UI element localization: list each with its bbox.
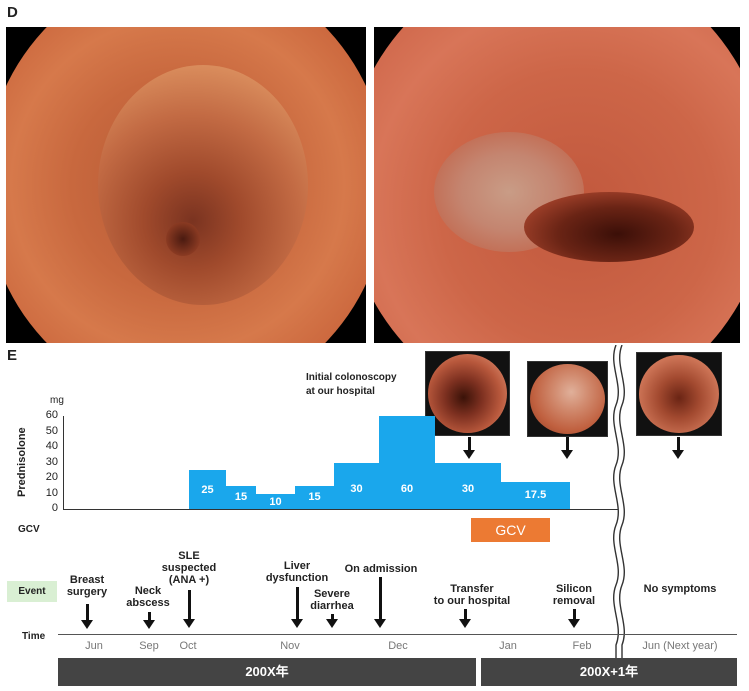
month-jun-next-year: Jun (Next year) xyxy=(642,640,718,652)
y-tick-label: 20 xyxy=(45,471,58,483)
month-nov: Nov xyxy=(280,640,300,652)
prednisolone-bar-value: 30 xyxy=(461,483,475,495)
prednisolone-bar xyxy=(226,485,256,509)
time-row-label: Time xyxy=(22,631,46,642)
time-axis-line xyxy=(58,634,737,635)
colonoscopy-thumbnail-2 xyxy=(527,361,608,437)
month-sep: Sep xyxy=(139,640,159,652)
y-tick-label: 40 xyxy=(45,440,58,452)
y-axis-label: Prednisolone xyxy=(16,427,28,497)
prednisolone-bar xyxy=(334,462,379,509)
prednisolone-bar-value: 30 xyxy=(350,483,363,495)
month-jan: Jan xyxy=(499,640,517,652)
no-symptoms-note: No symptoms xyxy=(643,583,717,595)
endoscopy-image-right xyxy=(374,27,740,343)
month-feb: Feb xyxy=(572,640,592,652)
prednisolone-bar-value: 60 xyxy=(400,483,414,495)
event-label-text: Event xyxy=(18,586,46,597)
prednisolone-bar xyxy=(189,470,226,509)
prednisolone-bar-value: 10 xyxy=(269,495,282,508)
gcv-bar: GCV xyxy=(471,518,550,542)
event-on-admission: On admission xyxy=(344,563,418,575)
prednisolone-bar xyxy=(379,416,435,509)
prednisolone-bar-value: 25 xyxy=(201,483,214,496)
prednisolone-bar-value: 17.5 xyxy=(524,489,547,502)
year-bar-200x: 200X年 xyxy=(58,658,476,686)
y-tick-label: 0 xyxy=(51,502,58,514)
prednisolone-bar xyxy=(256,493,295,509)
y-unit: mg xyxy=(50,395,64,406)
panel-d-letter: D xyxy=(7,4,18,21)
colonoscopy-note-line2: at our hospital xyxy=(306,386,375,397)
gcv-bar-label: GCV xyxy=(495,522,526,538)
x-axis-line xyxy=(63,509,618,510)
y-axis-line xyxy=(63,416,64,510)
y-tick-label: 60 xyxy=(45,409,58,421)
prednisolone-bar xyxy=(295,485,334,509)
colonoscopy-thumbnail-1 xyxy=(425,351,510,436)
month-jun: Jun xyxy=(85,640,103,652)
timeline-break xyxy=(612,345,626,660)
y-tick-label: 10 xyxy=(45,486,58,499)
event-row-label: Event xyxy=(7,581,57,602)
year-bar-200x-plus-1: 200X+1年 xyxy=(481,658,737,686)
endoscopy-image-left xyxy=(6,27,366,343)
month-oct: Oct xyxy=(179,640,197,652)
colonoscopy-note-line1: Initial colonoscopy xyxy=(306,372,397,383)
prednisolone-bar-value: 15 xyxy=(234,491,248,504)
prednisolone-bar-value: 15 xyxy=(308,491,321,504)
y-tick-label: 30 xyxy=(45,455,58,468)
colonoscopy-thumbnail-3 xyxy=(636,352,722,436)
prednisolone-bar xyxy=(435,462,501,509)
y-tick-label: 50 xyxy=(45,424,58,437)
gcv-row-label: GCV xyxy=(18,524,40,535)
month-dec: Dec xyxy=(388,640,408,652)
panel-e-letter: E xyxy=(7,347,18,364)
prednisolone-bar xyxy=(501,481,570,509)
